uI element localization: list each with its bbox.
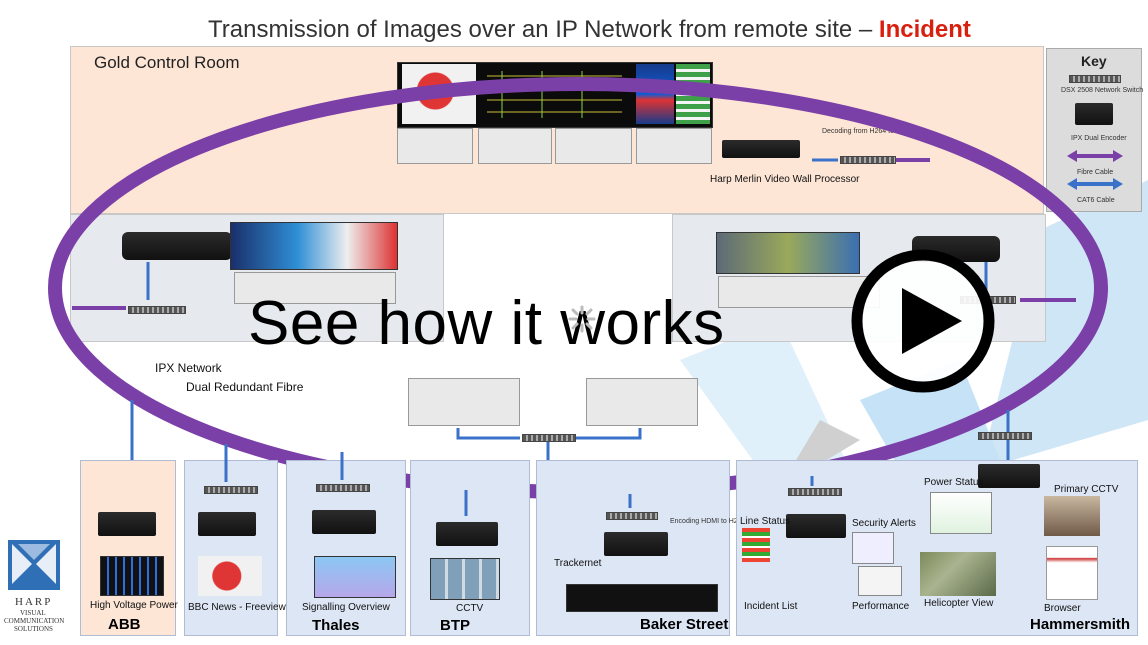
- btp-cctv-screen: [430, 558, 500, 600]
- encoder-device: [98, 512, 156, 536]
- encoder-device: [604, 532, 668, 556]
- network-label-1: IPX Network: [155, 361, 222, 375]
- key-encoder-label: IPX Dual Encoder: [1071, 135, 1127, 142]
- merlin-processor-label: Harp Merlin Video Wall Processor: [710, 174, 860, 185]
- rack-unit: [234, 272, 396, 304]
- site-thales-caption: Signalling Overview: [302, 602, 390, 613]
- network-switch: [316, 484, 370, 492]
- encoder-device: [198, 512, 256, 536]
- trackernet-screen: [566, 584, 718, 612]
- label-line-status: Line Status: [740, 516, 791, 527]
- encoder-device: [312, 510, 376, 534]
- thales-screen: [314, 556, 396, 598]
- label-primary-cctv: Primary CCTV: [1054, 484, 1119, 495]
- rack-unit: [555, 128, 632, 164]
- site-hammersmith-label: Hammersmith: [1030, 616, 1131, 633]
- label-performance: Performance: [852, 601, 910, 612]
- network-switch: [840, 156, 896, 164]
- network-label-2: Dual Redundant Fibre: [186, 380, 304, 394]
- site-bbc-caption: BBC News - Freeview: [188, 602, 286, 613]
- gold-control-room-label: Gold Control Room: [94, 53, 240, 72]
- network-switch: [978, 432, 1032, 440]
- primary-cctv-screen: [1044, 496, 1100, 536]
- bbc-news-screen: [198, 556, 262, 596]
- network-switch: [204, 486, 258, 494]
- label-security-alerts: Security Alerts: [852, 518, 916, 529]
- key-cat6-label: CAT6 Cable: [1077, 197, 1115, 204]
- key-panel: Key DSX 2508 Network Switch IPX Dual Enc…: [1046, 48, 1144, 212]
- label-browser: Browser: [1044, 603, 1081, 614]
- security-alerts-screen: [852, 532, 894, 564]
- key-fibre-label: Fibre Cable: [1077, 169, 1114, 176]
- site-thales-label: Thales: [312, 617, 360, 634]
- page-title: Transmission of Images over an IP Networ…: [208, 16, 971, 44]
- label-power-status: Power Status: [924, 477, 984, 488]
- network-switch: [788, 488, 842, 496]
- encoder-device: [786, 514, 846, 538]
- browser-screen: [1046, 546, 1098, 600]
- site-btp-caption: CCTV: [456, 603, 484, 614]
- rack-unit: [718, 276, 880, 308]
- site-abb: [80, 460, 176, 636]
- network-switch: [606, 512, 658, 520]
- network-switch: [128, 306, 186, 314]
- rack-unit: [586, 378, 698, 426]
- site-btp-label: BTP: [440, 617, 470, 634]
- label-helicopter-view: Helicopter View: [924, 598, 994, 609]
- helicopter-view-screen: [920, 552, 996, 596]
- rack-unit: [478, 128, 552, 164]
- harp-logo-icon: [8, 540, 60, 590]
- logo-tagline-3: SOLUTIONS: [14, 625, 53, 633]
- title-incident: Incident: [878, 16, 971, 43]
- abb-screen: [100, 556, 164, 596]
- label-incident-list: Incident List: [744, 601, 798, 612]
- site-baker-street-label: Baker Street: [640, 616, 729, 633]
- site-baker-street-caption: Trackernet: [554, 558, 602, 569]
- rack-unit: [397, 128, 473, 164]
- encoder-device: [122, 232, 232, 260]
- encoder-device: [436, 522, 498, 546]
- site-abb-caption: High Voltage Power: [90, 600, 178, 611]
- key-encoder-icon: [1075, 103, 1113, 125]
- secondary-screen: [716, 232, 860, 274]
- rack-unit: [636, 128, 712, 164]
- line-status-screen: [742, 528, 770, 562]
- rack-unit: [408, 378, 520, 426]
- headline-overlay: See how it works: [248, 289, 725, 358]
- site-btp: [410, 460, 530, 636]
- logo-tagline-2: COMMUNICATION: [4, 617, 65, 625]
- power-status-screen: [930, 492, 992, 534]
- encoding-note: Encoding HDMI to H264: [670, 518, 746, 525]
- spinner-icon: [568, 305, 596, 333]
- site-abb-label: ABB: [108, 616, 141, 633]
- key-switch-label: DSX 2508 Network Switch: [1061, 87, 1144, 94]
- merlin-processor-device: [722, 140, 800, 158]
- track-power-screen: [230, 222, 398, 270]
- performance-screen: [858, 566, 902, 596]
- network-switch: [522, 434, 576, 442]
- key-cat6-icon: [1067, 178, 1123, 190]
- key-fibre-icon: [1067, 150, 1123, 162]
- encoder-device: [978, 464, 1040, 488]
- decoding-note: Decoding from H264 to HDMI: [822, 128, 914, 135]
- logo-tagline-1: VISUAL: [20, 609, 46, 617]
- play-icon[interactable]: [850, 248, 996, 394]
- key-switch-icon: [1069, 75, 1121, 83]
- logo-name: HARP: [15, 596, 53, 608]
- cat6-link: [456, 428, 642, 440]
- title-main: Transmission of Images over an IP Networ…: [208, 16, 873, 43]
- key-title: Key: [1081, 53, 1107, 69]
